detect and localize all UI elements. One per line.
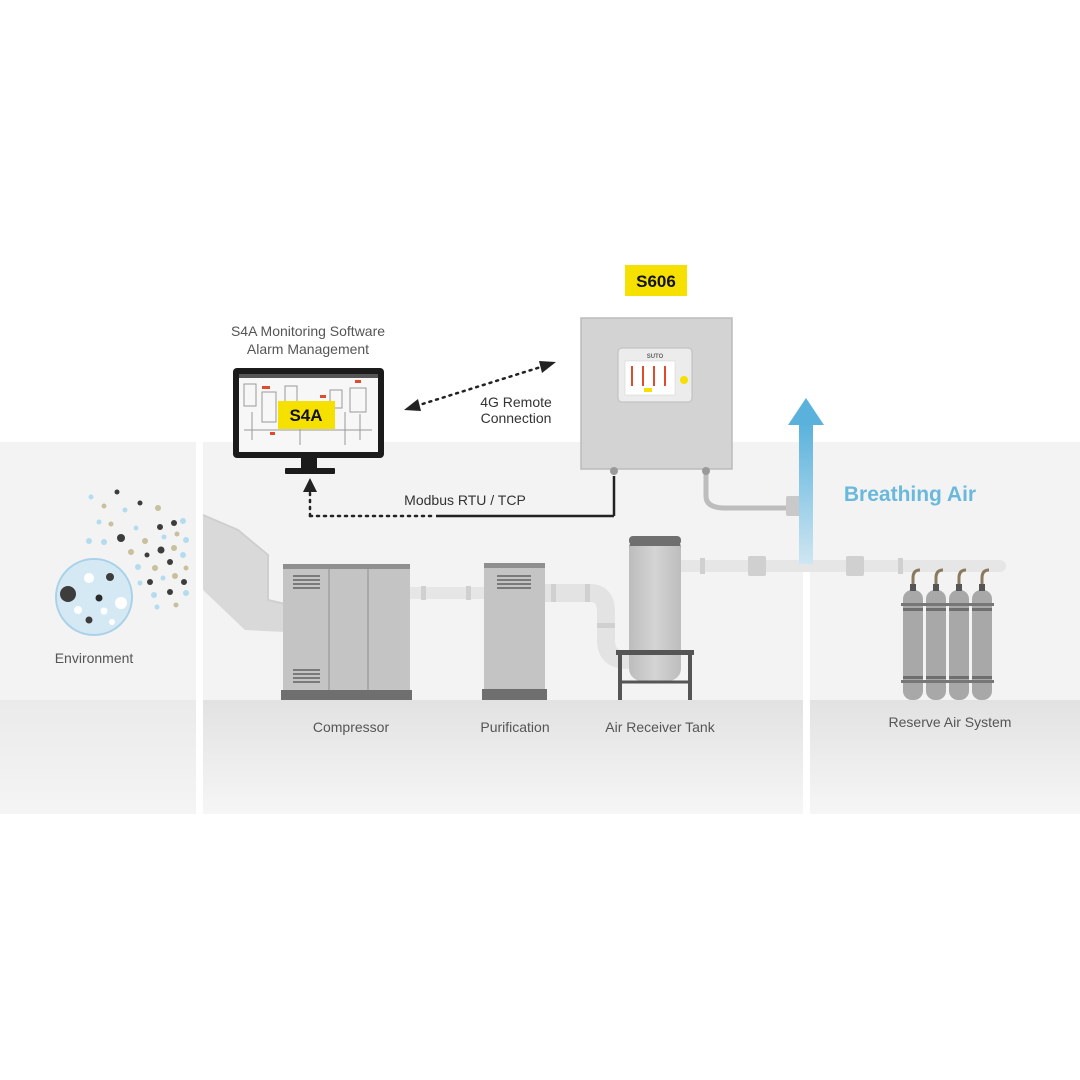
- compressor-unit: [281, 564, 412, 700]
- remote-connection-line2: Connection: [481, 410, 552, 426]
- air-receiver-tank-label: Air Receiver Tank: [605, 719, 715, 735]
- reserve-air-system-label: Reserve Air System: [889, 714, 1012, 730]
- remote-connection-arrow: [404, 361, 556, 411]
- air-receiver-tank: [616, 536, 694, 700]
- device-logo: SUTO: [647, 354, 664, 360]
- pipe-fittings: [421, 496, 903, 628]
- remote-connection-line1: 4G Remote: [480, 394, 552, 410]
- s606-device-icon: SUTO: [580, 317, 733, 475]
- modbus-label: Modbus RTU / TCP: [404, 492, 526, 508]
- environment-particles-icon: [55, 489, 189, 636]
- arrow-up-icon: [788, 398, 824, 564]
- cylinder-3: [949, 568, 969, 700]
- modbus-connection-arrow: [303, 478, 614, 518]
- s4a-badge: S4A: [278, 401, 335, 429]
- cylinder-4: [972, 568, 992, 700]
- air-intake-duct: [202, 514, 286, 632]
- software-label-line2: Alarm Management: [247, 341, 369, 357]
- breathing-air-label: Breathing Air: [844, 483, 976, 506]
- air-pipes: [399, 426, 1006, 669]
- s606-badge-label: S606: [636, 272, 676, 291]
- cylinder-1: [903, 568, 923, 700]
- s606-badge: S606: [625, 265, 687, 296]
- purification-label: Purification: [480, 719, 549, 735]
- compressor-label: Compressor: [313, 719, 390, 735]
- gas-cylinder-icon: [901, 568, 994, 700]
- s4a-badge-label: S4A: [289, 406, 322, 425]
- environment-label: Environment: [55, 650, 134, 666]
- software-label-line1: S4A Monitoring Software: [231, 323, 385, 339]
- cylinder-2: [926, 568, 946, 700]
- purification-unit: [482, 563, 547, 700]
